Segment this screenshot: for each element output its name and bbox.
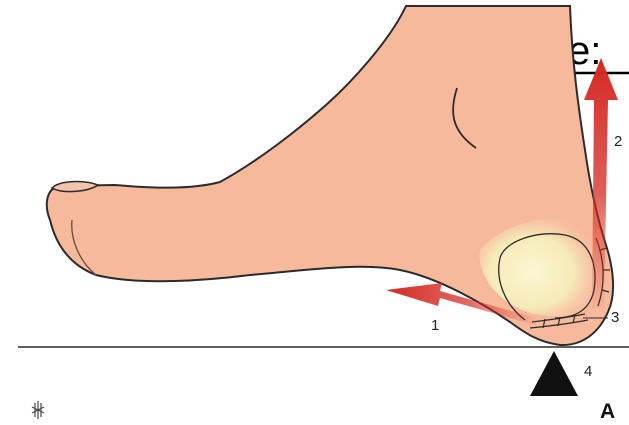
label-callout-3: 3	[611, 309, 619, 326]
label-arrow-2: 2	[614, 133, 622, 150]
label-arrow-1: 1	[431, 317, 439, 334]
artist-mark-icon	[32, 401, 44, 419]
fulcrum-triangle	[530, 351, 578, 396]
label-callout-4: 4	[584, 363, 592, 380]
label-panel-a: A	[600, 400, 615, 423]
